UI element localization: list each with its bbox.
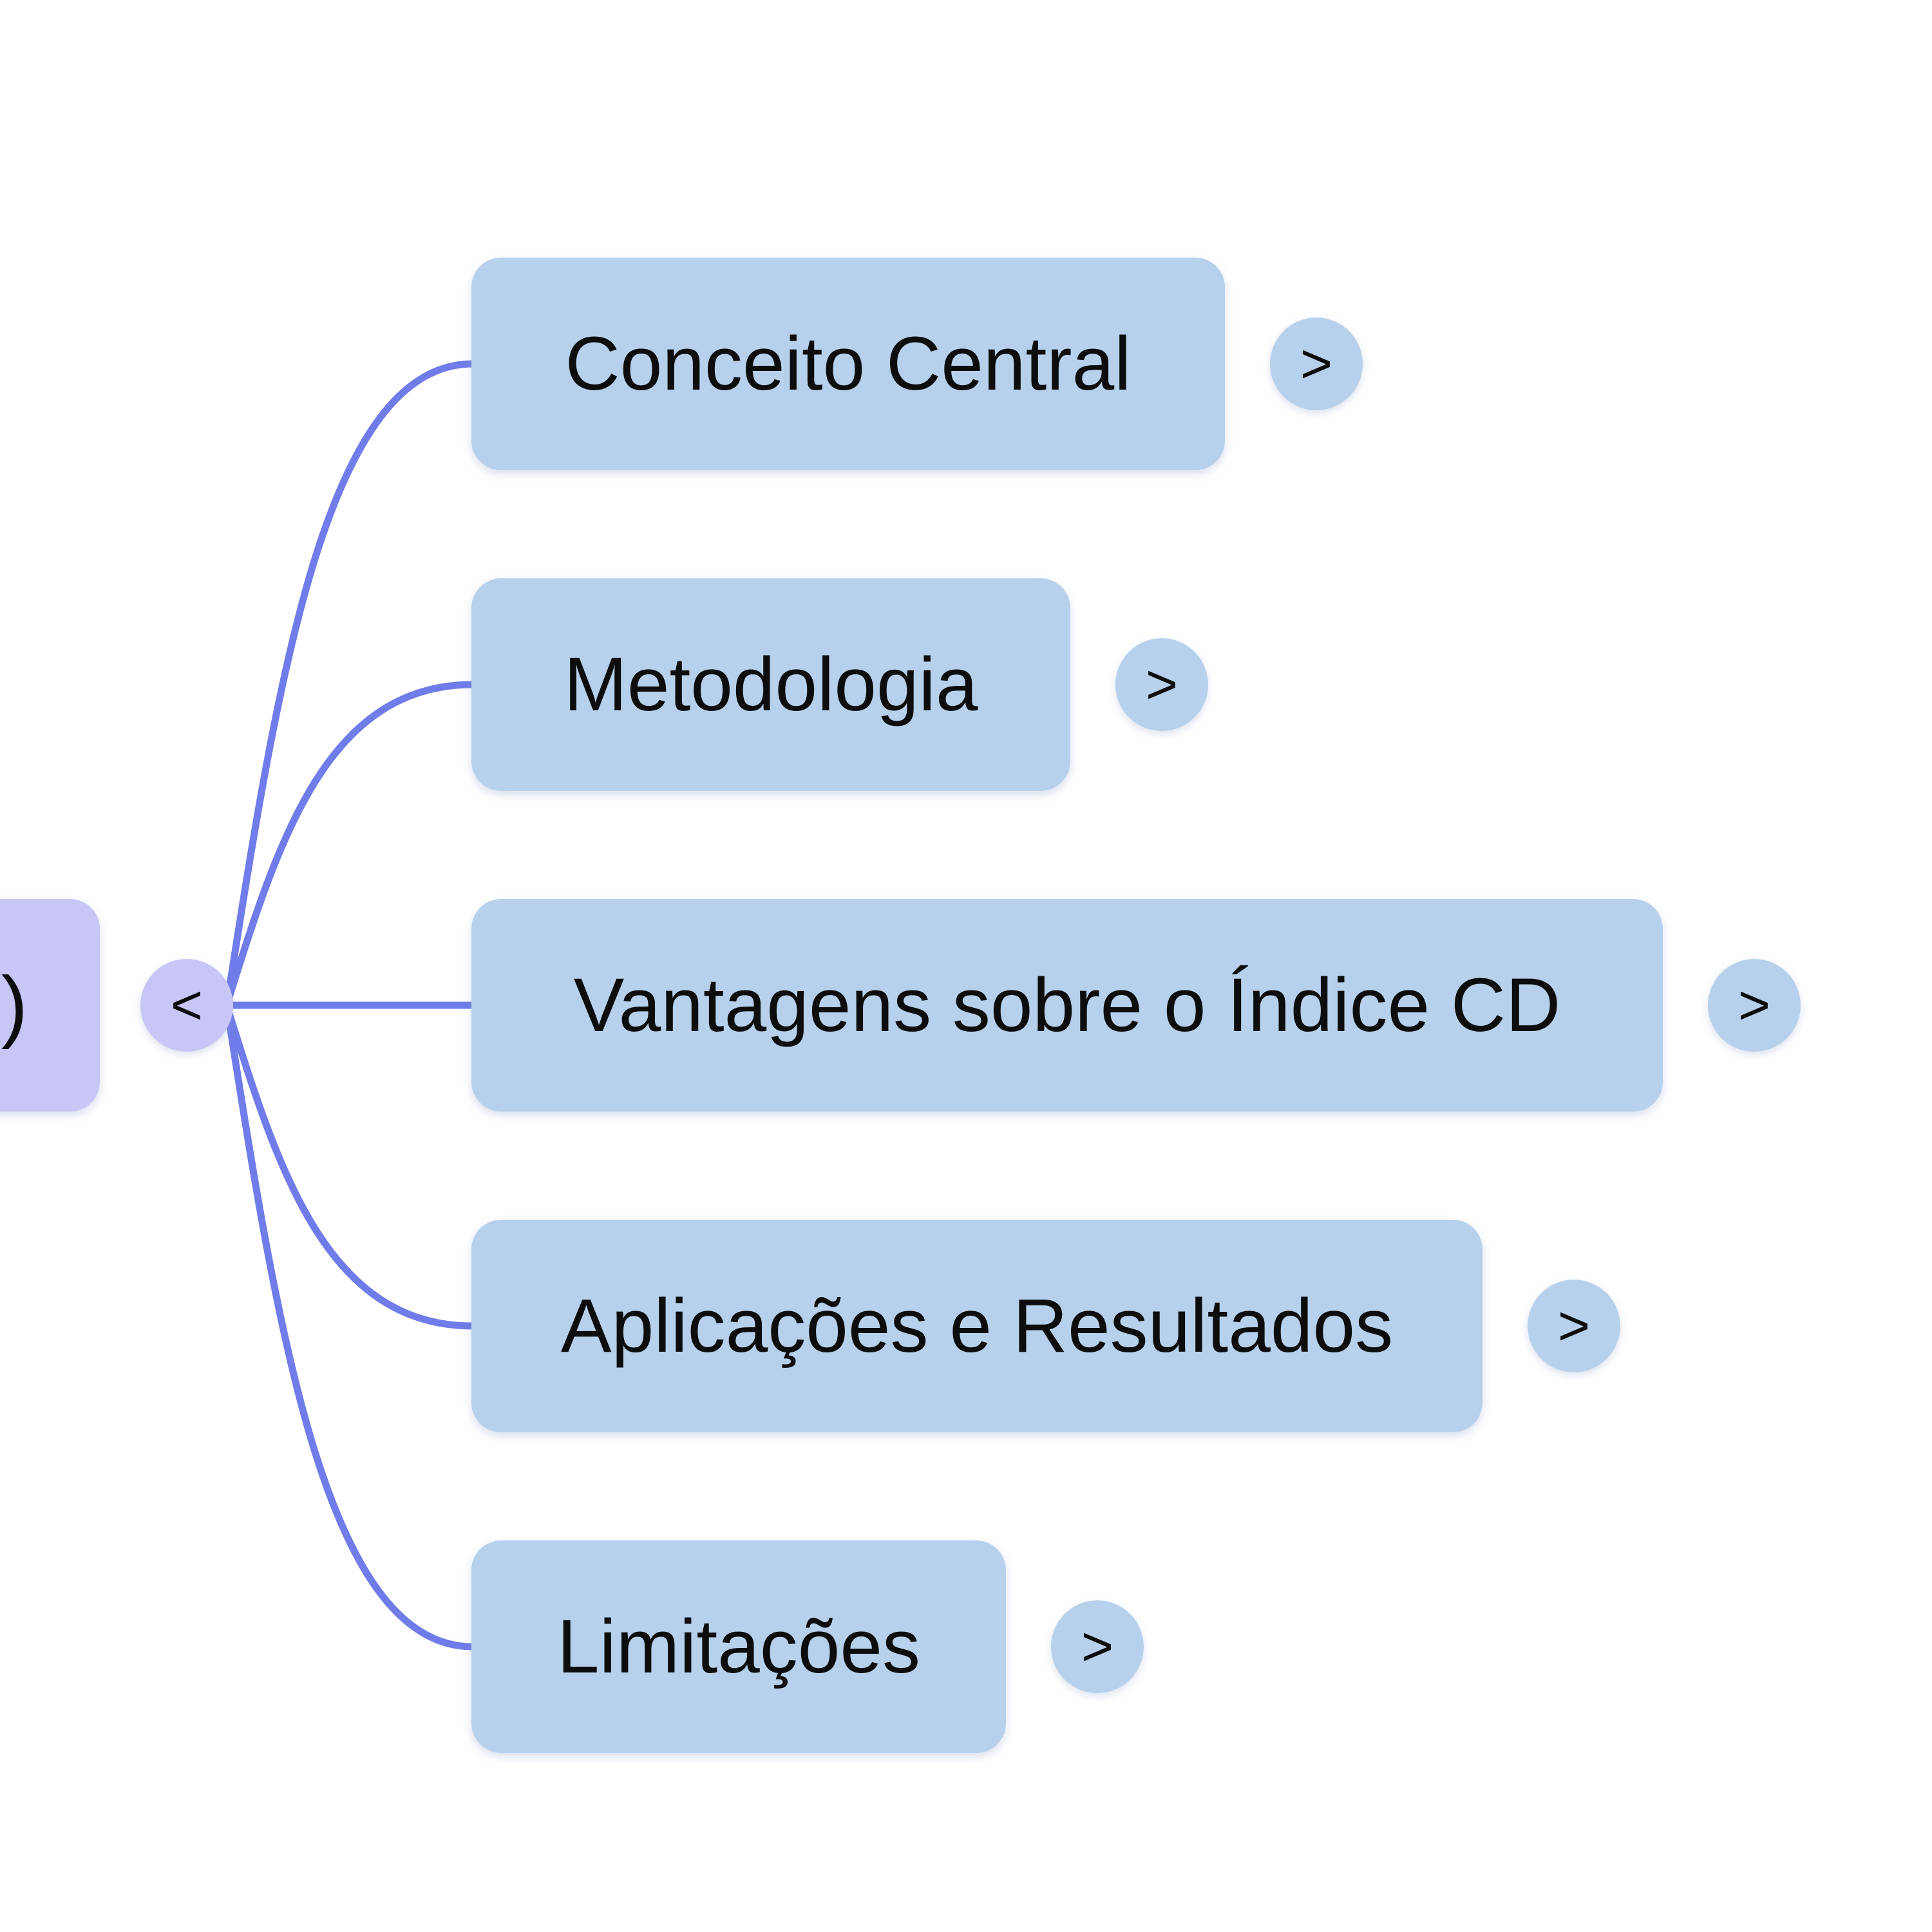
node-label: Aplicações e Resultados xyxy=(560,1283,1394,1368)
node-aplicacoes-e-resultados[interactable]: Aplicações e Resultados xyxy=(471,1220,1482,1432)
root-node[interactable]: ) xyxy=(0,899,100,1112)
node-conceito-central[interactable]: Conceito Central xyxy=(471,258,1225,470)
node-label: Metodologia xyxy=(564,642,978,727)
node-label: Vantagens sobre o Índice CD xyxy=(573,963,1561,1048)
collapse-button[interactable]: < xyxy=(140,959,233,1052)
expand-button-metodologia[interactable]: > xyxy=(1115,638,1208,731)
node-limitacoes[interactable]: Limitações xyxy=(471,1540,1006,1753)
expand-button-limitacoes[interactable]: > xyxy=(1051,1600,1144,1693)
node-label: Limitações xyxy=(556,1604,920,1689)
connector-branch-1 xyxy=(223,360,477,1009)
expand-button-aplicacoes[interactable]: > xyxy=(1528,1280,1620,1372)
connector-branch-2 xyxy=(223,681,477,1009)
root-node-label: ) xyxy=(1,961,28,1050)
node-vantagens-sobre-o-indice-cd[interactable]: Vantagens sobre o Índice CD xyxy=(471,899,1663,1112)
expand-button-vantagens[interactable]: > xyxy=(1708,959,1801,1052)
connector-branch-5 xyxy=(223,1001,477,1651)
expand-button-conceito-central[interactable]: > xyxy=(1270,317,1363,410)
node-label: Conceito Central xyxy=(565,321,1132,406)
node-metodologia[interactable]: Metodologia xyxy=(471,578,1070,791)
connector-branch-4 xyxy=(223,1001,477,1330)
